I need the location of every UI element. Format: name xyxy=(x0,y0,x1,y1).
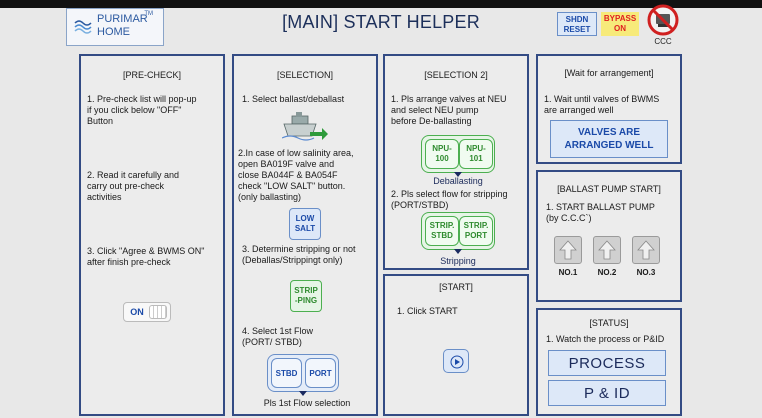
strip-divider-marker xyxy=(454,249,462,254)
strip-stbd-button[interactable]: STRIP. STBD xyxy=(425,216,459,246)
selection2-step1: 1. Pls arrange valves at NEU and select … xyxy=(391,94,507,126)
npu-101-button[interactable]: NPU- 101 xyxy=(459,139,493,169)
selection2-panel: [SELECTION 2] 1. Pls arrange valves at N… xyxy=(383,54,529,270)
stbd-button[interactable]: STBD xyxy=(271,358,302,388)
logo-text: PURIMAR HOME xyxy=(97,13,148,39)
start-panel: [START] 1. Click START xyxy=(383,274,529,416)
page-title: [MAIN] START HELPER xyxy=(282,12,480,32)
bypass-line2: ON xyxy=(614,24,626,33)
status-step1: 1. Watch the process or P&ID xyxy=(546,334,665,344)
precheck-panel: [PRE-CHECK] 1. Pre-check list will pop-u… xyxy=(79,54,225,416)
precheck-title: [PRE-CHECK] xyxy=(122,70,181,80)
precheck-step2: 2. Read it carefully and carry out pre-c… xyxy=(87,170,180,202)
pump-no3-label: NO.3 xyxy=(636,268,656,277)
wait-title: [Wait for arrangement] xyxy=(564,68,654,78)
shdn-line2: RESET xyxy=(563,25,591,34)
logo-line2: HOME xyxy=(97,26,130,38)
pump-no3-button[interactable] xyxy=(632,236,660,264)
stripping-label: Stripping xyxy=(440,256,476,266)
selection-footer: Pls 1st Flow selection xyxy=(263,398,351,408)
precheck-toggle[interactable]: ON xyxy=(123,302,171,322)
wait-step1: 1. Wait until valves of BWMS are arrange… xyxy=(544,94,660,115)
selection-step4: 4. Select 1st Flow (PORT/ STBD) xyxy=(242,326,314,347)
selection-step2: 2.In case of low salinity area, open BA0… xyxy=(238,148,354,202)
pump-arrow-icon xyxy=(559,240,577,260)
ballast-deballast-button[interactable] xyxy=(281,112,328,148)
strip-port-button[interactable]: STRIP. PORT xyxy=(459,216,493,246)
selection-title: [SELECTION] xyxy=(276,70,333,80)
npu-100-button[interactable]: NPU- 100 xyxy=(425,139,459,169)
start-button[interactable] xyxy=(443,349,469,373)
ballast-pump-step1: 1. START BALLAST PUMP (by C.C.C`) xyxy=(546,202,655,223)
ccc-prohibited-icon xyxy=(647,4,679,36)
bypass-on-indicator[interactable]: BYPASS ON xyxy=(601,12,639,36)
npu-selector: NPU- 100 NPU- 101 xyxy=(421,135,495,173)
toggle-knob xyxy=(149,305,167,319)
valves-arranged-button[interactable]: VALVES ARE ARRANGED WELL xyxy=(550,120,668,158)
selection-step3: 3. Determine stripping or not (Deballas/… xyxy=(242,244,356,265)
pump-arrow-icon xyxy=(598,240,616,260)
logo-tm: TM xyxy=(144,11,153,17)
first-flow-selector: STBD PORT xyxy=(267,354,339,392)
ballast-pump-panel: [BALLAST PUMP START] 1. START BALLAST PU… xyxy=(536,170,682,302)
start-step1: 1. Click START xyxy=(397,306,458,316)
stripping-button[interactable]: STRIP -PING xyxy=(290,280,322,312)
precheck-step1: 1. Pre-check list will pop-up if you cli… xyxy=(87,94,197,126)
low-salt-button[interactable]: LOW SALT xyxy=(289,208,321,240)
logo-line1: PURIMAR xyxy=(97,13,148,25)
ccc-label: CCC xyxy=(654,37,672,46)
port-button[interactable]: PORT xyxy=(305,358,336,388)
wait-panel: [Wait for arrangement] 1. Wait until val… xyxy=(536,54,682,164)
selection2-step2: 2. Pls select flow for stripping (PORT/S… xyxy=(391,189,508,210)
top-bar xyxy=(0,0,762,8)
selection-panel: [SELECTION] 1. Select ballast/deballast … xyxy=(232,54,378,416)
start-title: [START] xyxy=(439,282,473,292)
ccc-button[interactable]: CCC xyxy=(645,2,681,46)
npu-divider-marker xyxy=(454,172,462,177)
pump-no1-button[interactable] xyxy=(554,236,582,264)
pump-no2-label: NO.2 xyxy=(597,268,617,277)
status-title: [STATUS] xyxy=(589,318,629,328)
pid-button[interactable]: P & ID xyxy=(548,380,666,406)
purimar-logo-icon xyxy=(74,20,92,34)
pump-no2-button[interactable] xyxy=(593,236,621,264)
toggle-on-label: ON xyxy=(130,307,144,317)
flow-divider-marker xyxy=(299,391,307,396)
play-icon xyxy=(450,355,464,369)
strip-selector: STRIP. STBD STRIP. PORT xyxy=(421,212,495,250)
deballasting-label: Deballasting xyxy=(433,176,483,186)
shdn-reset-button[interactable]: SHDN RESET xyxy=(557,12,597,36)
ship-ballast-icon xyxy=(281,112,328,141)
status-panel: [STATUS] 1. Watch the process or P&ID PR… xyxy=(536,308,682,416)
process-button[interactable]: PROCESS xyxy=(548,350,666,376)
selection2-title: [SELECTION 2] xyxy=(424,70,488,80)
shdn-line1: SHDN xyxy=(565,15,589,24)
selection-step1: 1. Select ballast/deballast xyxy=(242,94,345,104)
ballast-pump-title: [BALLAST PUMP START] xyxy=(557,184,661,194)
bypass-line1: BYPASS xyxy=(603,14,637,23)
precheck-step3: 3. Click "Agree & BWMS ON" after finish … xyxy=(87,246,205,267)
pump-no1-label: NO.1 xyxy=(558,268,578,277)
pump-arrow-icon xyxy=(637,240,655,260)
purimar-home-button[interactable]: PURIMAR HOME TM xyxy=(66,8,164,46)
